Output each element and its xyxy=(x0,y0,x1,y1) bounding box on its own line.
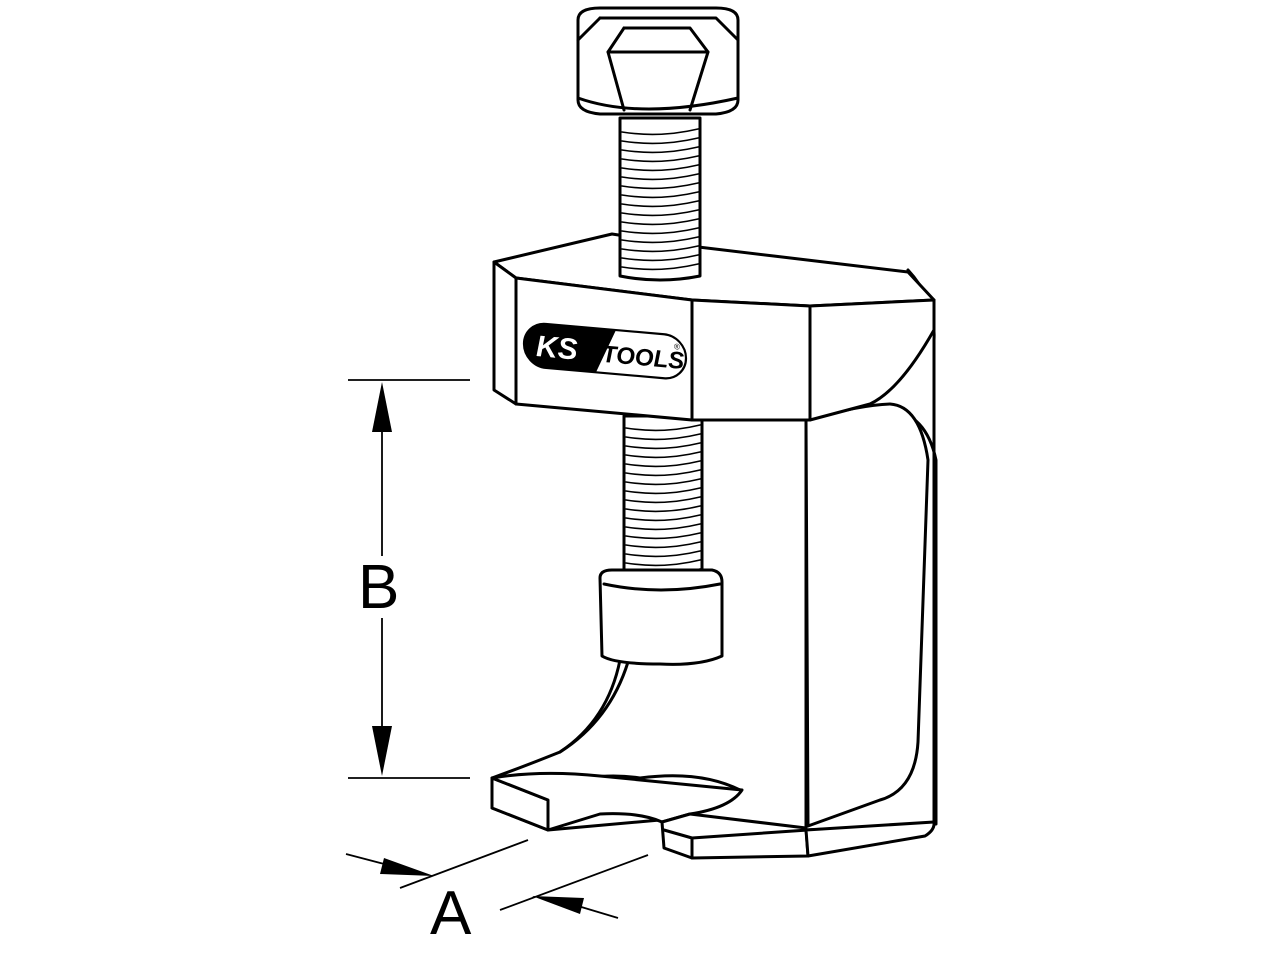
thread-ridge xyxy=(625,424,701,432)
thread-ridge xyxy=(621,164,699,172)
thread-ridge xyxy=(625,433,701,441)
thread-ridge xyxy=(621,128,699,136)
thread-ridge xyxy=(621,146,699,154)
thread-ridge xyxy=(625,523,701,531)
thread-ridge xyxy=(625,442,701,450)
dimension-b: B xyxy=(348,379,470,779)
thread-ridge xyxy=(625,469,701,477)
spindle-upper xyxy=(618,116,702,282)
thread-ridge xyxy=(621,254,699,262)
thread-ridge xyxy=(621,191,699,199)
c-frame-body xyxy=(490,268,938,860)
dimension-a-label: A xyxy=(430,879,472,948)
thread-ridge xyxy=(621,227,699,235)
hex-nut xyxy=(576,6,740,116)
ks-tools-logo: KS TOOLS ® xyxy=(522,322,688,380)
thread-ridge xyxy=(621,182,699,190)
thread-ridge xyxy=(621,245,699,253)
thread-ridge xyxy=(621,209,699,217)
thread-ridge xyxy=(625,505,701,513)
thread-ridge xyxy=(625,550,701,558)
thread-ridge xyxy=(625,541,701,549)
thread-ridge xyxy=(621,236,699,244)
pressure-sleeve xyxy=(598,568,724,666)
arrow-up-icon xyxy=(372,382,392,432)
thread-ridge xyxy=(625,478,701,486)
thread-ridge xyxy=(625,514,701,522)
thread-ridge xyxy=(625,487,701,495)
thread-ridge xyxy=(625,559,701,567)
thread-ridge xyxy=(625,532,701,540)
arrow-left-icon xyxy=(532,896,584,914)
thread-ridge xyxy=(625,496,701,504)
thread-ridge xyxy=(621,218,699,226)
thread-ridge xyxy=(625,460,701,468)
logo-registered-mark: ® xyxy=(674,342,680,352)
arrow-right-icon xyxy=(380,858,434,876)
thread-ridge xyxy=(625,451,701,459)
logo-brand-left: KS xyxy=(536,330,578,367)
dimension-b-label: B xyxy=(358,553,399,622)
thread-ridge xyxy=(621,137,699,145)
thread-ridge xyxy=(621,155,699,163)
spindle-lower xyxy=(622,414,704,586)
thread-ridge xyxy=(621,173,699,181)
dimension-a: A xyxy=(345,839,649,948)
arrow-down-icon xyxy=(372,726,392,776)
thread-ridge xyxy=(621,263,699,271)
thread-ridge xyxy=(621,200,699,208)
